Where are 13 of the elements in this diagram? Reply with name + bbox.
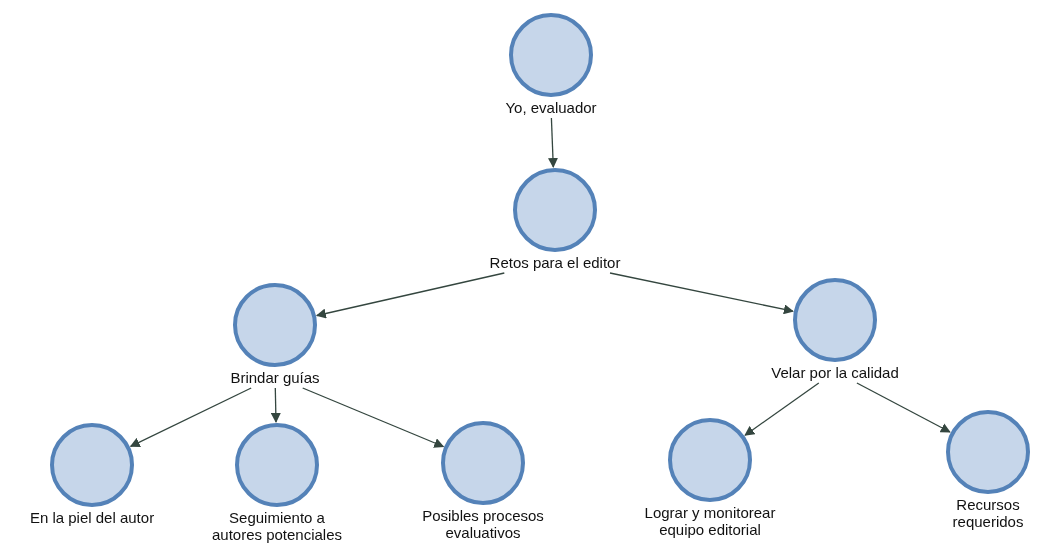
arrow: [744, 382, 820, 436]
arrow: [609, 272, 794, 315]
node-label: Yo, evaluador: [505, 99, 597, 116]
node-label: Brindar guías: [230, 369, 320, 386]
node-label: Velar por la calidad: [771, 364, 899, 381]
arrow: [547, 117, 558, 168]
node-label: Retos para el editor: [489, 254, 621, 271]
node-label: Recursos requeridos: [951, 496, 1025, 530]
node-label: En la piel del autor: [29, 509, 155, 526]
node-label: Posibles procesos evaluativos: [421, 507, 545, 541]
node-label: Seguimiento a autores potenciales: [210, 509, 344, 543]
node-label: Lograr y monitorear equipo editorial: [643, 504, 777, 538]
arrow: [270, 387, 281, 423]
